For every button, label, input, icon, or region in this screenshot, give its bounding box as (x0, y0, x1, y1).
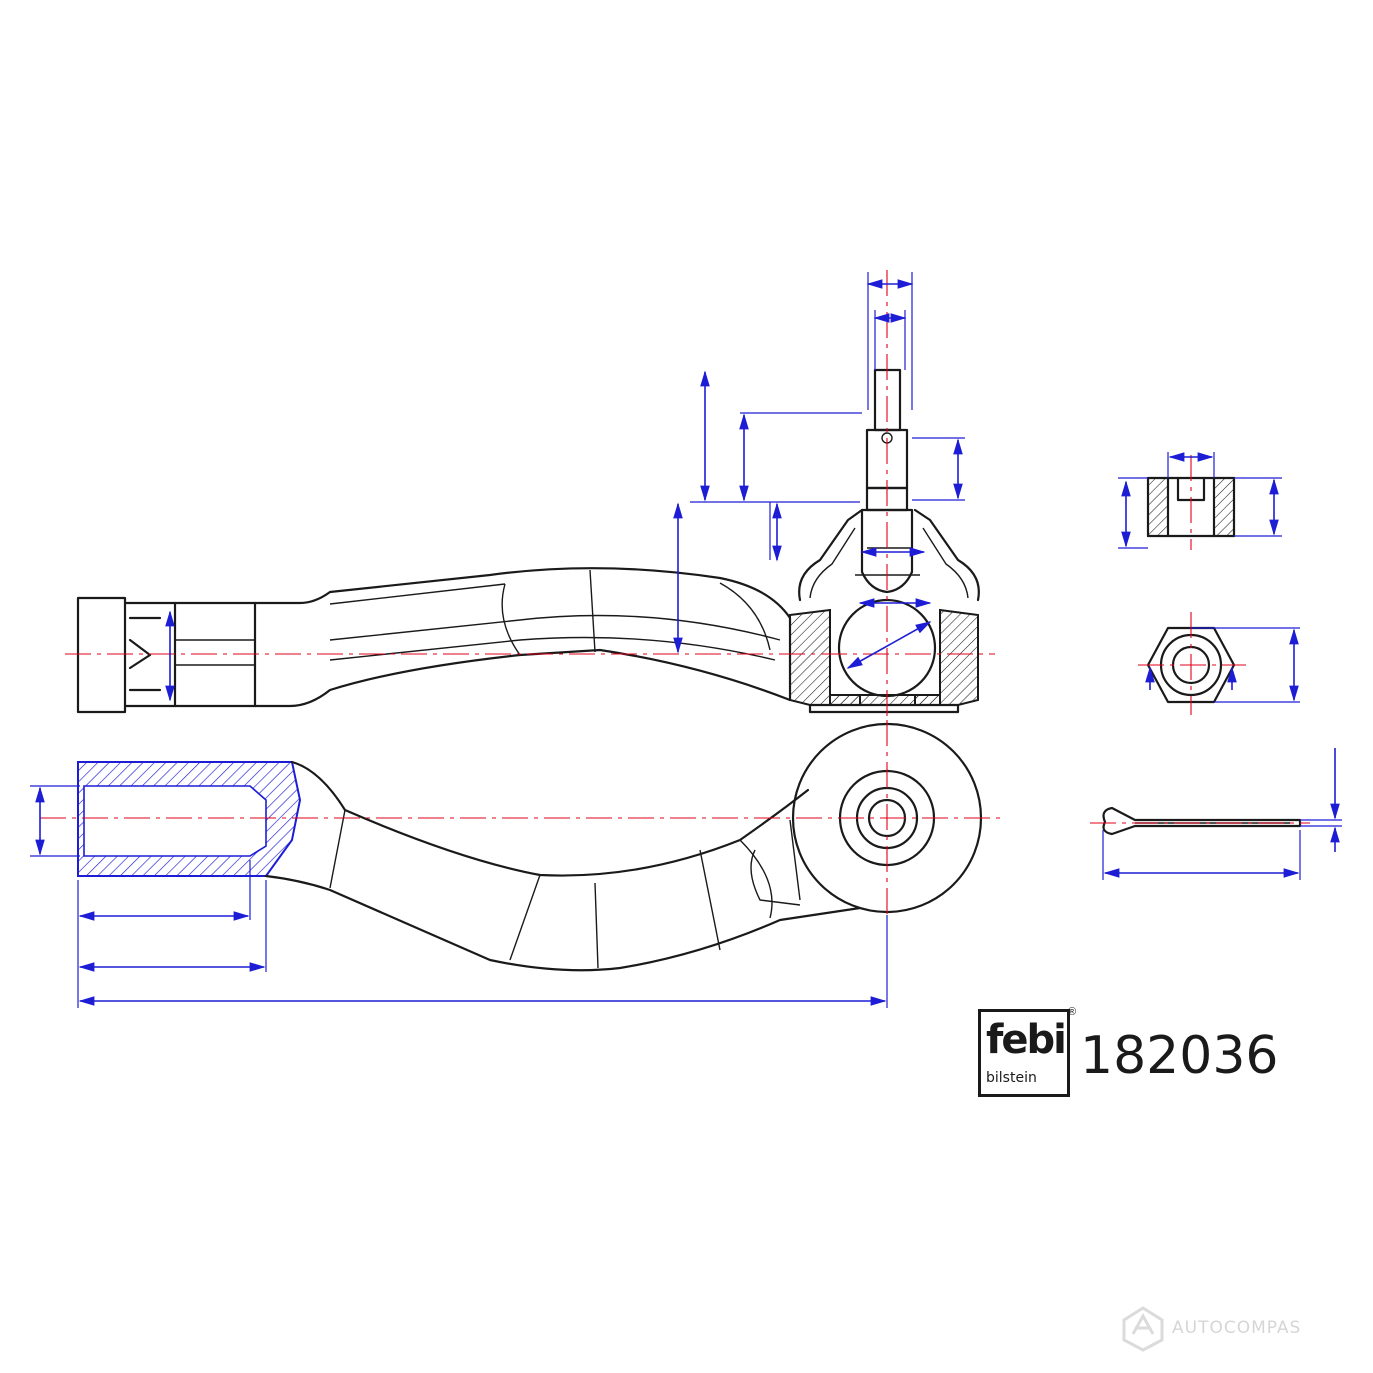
brand-subname: bilstein (986, 1070, 1037, 1086)
watermark-text: AUTOCOMPAS (1172, 1318, 1302, 1338)
cotter-pin (1102, 806, 1302, 836)
brand-name: febi (986, 1017, 1067, 1063)
arm-body (290, 760, 810, 877)
watermark-logo-icon (1122, 1306, 1164, 1352)
part-number: 182036 (1080, 1026, 1279, 1086)
brand-logo-frame (978, 1009, 1070, 1097)
top-view-tie-rod-end (76, 368, 980, 714)
registered-mark: ® (1068, 1006, 1077, 1018)
thread-flange (76, 596, 127, 714)
castle-nut-side-section (1146, 476, 1236, 538)
dimension-lines (30, 272, 1342, 1008)
dust-boot (798, 508, 980, 602)
watermark: AUTOCOMPAS (1110, 1300, 1360, 1360)
shaft-body (253, 567, 792, 708)
bottom-view-tie-rod-end (77, 722, 983, 972)
brand-logo: febi bilstein (978, 1009, 1070, 1097)
socket-section-left (789, 608, 861, 706)
